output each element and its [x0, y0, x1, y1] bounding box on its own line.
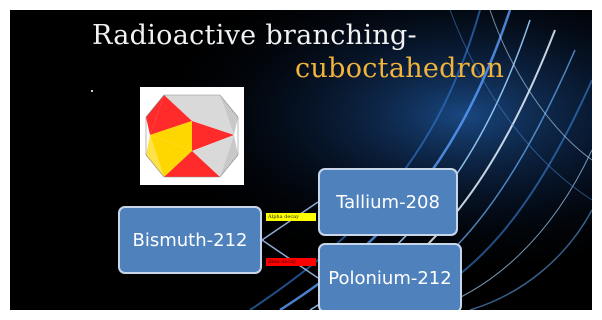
slide-subtitle: cuboctahedron	[295, 53, 505, 84]
node-bismuth-212-label: Bismuth-212	[132, 229, 248, 251]
cuboctahedron-icon	[145, 94, 239, 178]
node-polonium-212: Polonium-212	[318, 243, 462, 310]
slide-title: Radioactive branching-	[92, 20, 417, 51]
node-tallium-208-label: Tallium-208	[336, 191, 440, 213]
node-polonium-212-label: Polonium-212	[328, 267, 452, 289]
beta-decay-label: Beta decay	[266, 258, 316, 266]
stray-dot	[91, 90, 93, 92]
slide: Radioactive branching- cuboctahedron Bis…	[10, 10, 592, 310]
node-bismuth-212: Bismuth-212	[118, 206, 262, 274]
alpha-decay-label: Alpha decay	[266, 213, 316, 221]
node-tallium-208: Tallium-208	[318, 168, 458, 236]
cuboctahedron-figure	[140, 87, 244, 185]
